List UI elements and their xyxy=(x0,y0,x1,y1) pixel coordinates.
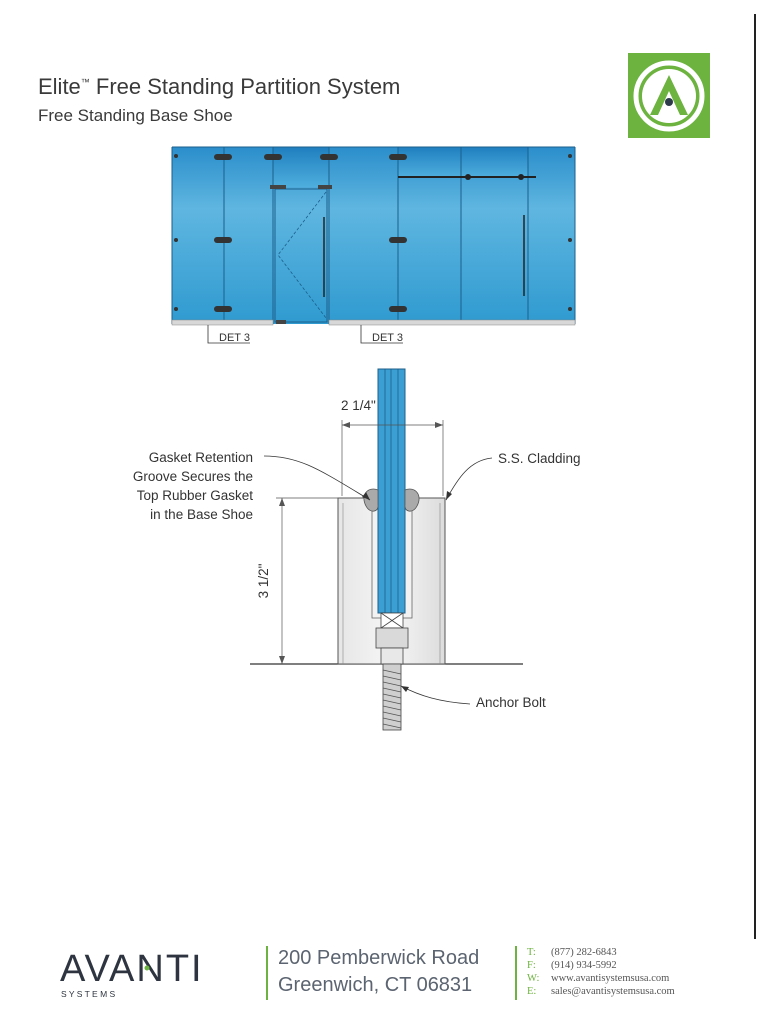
base-shoe-section xyxy=(250,368,523,731)
gasket-callout-line-1: Gasket Retention xyxy=(149,450,253,465)
technical-drawing: DET 3 DET 3 xyxy=(133,146,581,731)
footer-divider-2 xyxy=(515,946,517,1000)
detail-label-1: DET 3 xyxy=(219,332,250,344)
gasket-callout-line-4: in the Base Shoe xyxy=(150,507,253,522)
contact-website[interactable]: W:www.avantisystemsusa.com xyxy=(527,973,670,984)
address-line-1: 200 Pemberwick Road xyxy=(278,947,480,969)
svg-text:AVANTI: AVANTI xyxy=(60,948,204,990)
detail-label-2: DET 3 xyxy=(372,332,403,344)
gasket-callout-line-3: Top Rubber Gasket xyxy=(137,488,254,503)
height-dimension: 3 1/2" xyxy=(256,563,271,598)
page-subtitle: Free Standing Base Shoe xyxy=(38,106,233,125)
contact-email[interactable]: E:sales@avantisystemsusa.com xyxy=(527,986,675,997)
product-logo-icon xyxy=(628,53,710,138)
gasket-callout-line-2: Groove Secures the xyxy=(133,469,253,484)
contact-fax: F:(914) 934-5992 xyxy=(527,960,617,971)
svg-text:S Y S T E M S: S Y S T E M S xyxy=(61,989,116,999)
cladding-callout: S.S. Cladding xyxy=(498,451,581,466)
contact-phone: T:(877) 282-6843 xyxy=(527,947,617,958)
page-edge-line xyxy=(754,14,756,939)
width-dimension: 2 1/4" xyxy=(341,398,376,413)
contact-block: T:(877) 282-6843 F:(914) 934-5992 W:www.… xyxy=(527,946,675,998)
page-title: Elite™ Free Standing Partition System xyxy=(38,74,401,99)
anchor-bolt-callout: Anchor Bolt xyxy=(476,695,546,710)
company-logo: AVANTI S Y S T E M S xyxy=(60,948,242,1005)
address-line-2: Greenwich, CT 06831 xyxy=(278,974,473,996)
partition-elevation xyxy=(171,146,576,344)
footer-divider-1 xyxy=(266,946,268,1000)
